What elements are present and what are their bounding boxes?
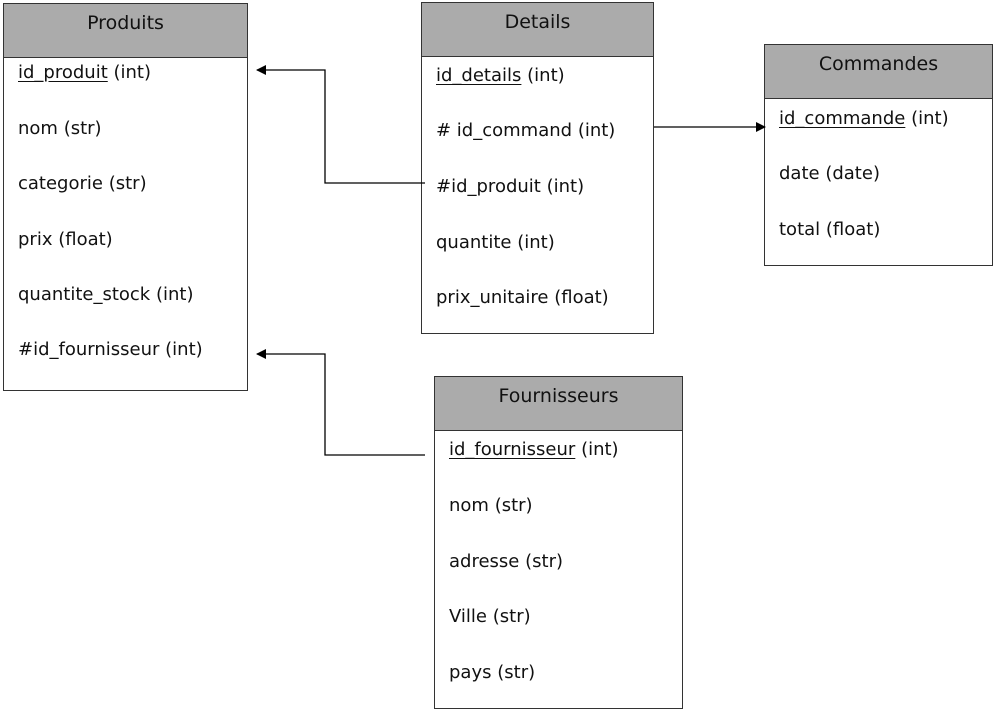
field-type: (str) (492, 606, 531, 627)
table-produits: Produits id_produit (int) nom (str) cate… (3, 3, 248, 391)
field-name: adresse (449, 551, 520, 572)
field-quantite: quantite (int) (436, 232, 555, 253)
field-type: (int) (165, 339, 203, 360)
field-name: id_produit (18, 62, 108, 83)
field-name: quantite (436, 232, 512, 253)
field-name: prix_unitaire (436, 287, 549, 308)
field-adresse: adresse (str) (449, 551, 563, 572)
field-type: (float) (58, 229, 113, 250)
field-type: (int) (113, 62, 152, 83)
field-prix-unitaire: prix_unitaire (float) (436, 287, 609, 308)
field-pays: pays (str) (449, 662, 535, 683)
field-id-fournisseur: id_fournisseur (int) (449, 439, 619, 460)
field-name: #id_produit (436, 176, 541, 197)
field-type: (int) (546, 176, 585, 197)
field-type: (float) (825, 219, 881, 240)
field-name: total (779, 219, 821, 240)
field-ville: Ville (str) (449, 606, 531, 627)
relation-fournisseurs-produits (256, 349, 425, 456)
table-commandes: Commandes id_commande (int) date (date) … (764, 44, 993, 266)
field-type: (date) (825, 163, 880, 184)
field-type: (int) (581, 439, 619, 460)
field-name: pays (449, 662, 492, 683)
field-categorie: categorie (str) (18, 173, 147, 194)
field-name: #id_fournisseur (18, 339, 160, 360)
field-type: (int) (911, 108, 949, 129)
field-type: (str) (494, 495, 533, 516)
field-name: nom (18, 118, 58, 139)
field-nom-fournisseur: nom (str) (449, 495, 533, 516)
field-name: id_commande (779, 108, 906, 129)
field-name: id_details (436, 65, 522, 86)
field-type: (float) (554, 287, 609, 308)
field-nom: nom (str) (18, 118, 102, 139)
field-name: id_fournisseur (449, 439, 576, 460)
field-quantite-stock: quantite_stock (int) (18, 284, 193, 305)
field-type: (str) (108, 173, 147, 194)
field-id-commande: id_commande (int) (779, 108, 949, 129)
field-id-details: id_details (int) (436, 65, 565, 86)
field-type: (str) (63, 118, 102, 139)
field-name: prix (18, 229, 53, 250)
table-header-fournisseurs: Fournisseurs (435, 377, 682, 431)
field-id-produit: id_produit (int) (18, 62, 151, 83)
field-id-produit-fk: #id_produit (int) (436, 176, 584, 197)
field-name: nom (449, 495, 489, 516)
field-name: quantite_stock (18, 284, 151, 305)
field-id-command-fk: # id_command (int) (436, 120, 615, 141)
field-date: date (date) (779, 163, 880, 184)
table-details: Details id_details (int) # id_command (i… (421, 2, 654, 334)
field-type: (int) (155, 284, 194, 305)
table-header-details: Details (422, 3, 653, 57)
relation-details-produits (256, 65, 425, 184)
field-id-fournisseur-fk: #id_fournisseur (int) (18, 339, 203, 360)
field-name: Ville (449, 606, 487, 627)
field-type: (str) (525, 551, 563, 572)
table-fournisseurs: Fournisseurs id_fournisseur (int) nom (s… (434, 376, 683, 709)
table-header-produits: Produits (4, 4, 247, 58)
field-name: categorie (18, 173, 103, 194)
field-type: (int) (527, 65, 565, 86)
field-type: (int) (517, 232, 555, 253)
field-type: (int) (577, 120, 616, 141)
field-type: (str) (497, 662, 536, 683)
field-prix: prix (float) (18, 229, 113, 250)
field-name: # id_command (436, 120, 573, 141)
table-header-commandes: Commandes (765, 45, 992, 99)
field-total: total (float) (779, 219, 880, 240)
field-name: date (779, 163, 820, 184)
